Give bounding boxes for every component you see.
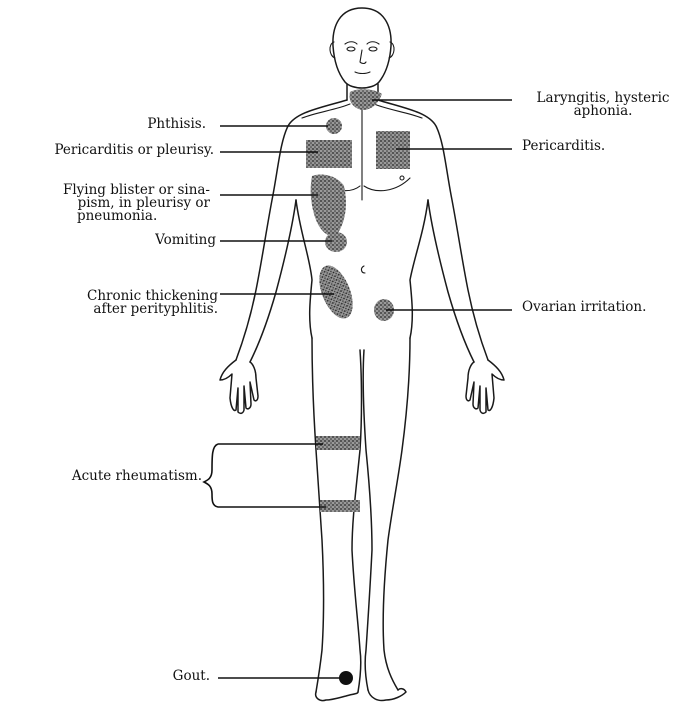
spot-knee — [316, 436, 360, 450]
right-arm-inner — [428, 200, 474, 362]
label-phthisis: Phthisis. — [147, 118, 206, 131]
torso-right — [410, 200, 428, 338]
left-hand — [220, 360, 258, 413]
left-eye — [347, 47, 355, 51]
spot-pericarditis-pleurisy — [306, 140, 352, 168]
label-laryngitis: Laryngitis, hysteric aphonia. — [518, 92, 688, 118]
left-leg-inner — [352, 350, 362, 692]
label-pericarditis: Pericarditis. — [522, 140, 605, 153]
left-arm-inner — [250, 200, 296, 362]
nose — [360, 50, 366, 64]
spot-vomiting — [325, 232, 347, 252]
right-brow — [367, 42, 379, 44]
acute-rheumatism-bracket — [204, 444, 326, 507]
left-foot — [316, 692, 358, 701]
label-chronic-thickening: Chronic thickening after perityphlitis. — [87, 290, 218, 316]
label-laryngitis-line-2: aphonia. — [518, 105, 688, 118]
right-eye — [369, 47, 377, 51]
label-flying-blister-line-3: pneumonia. — [63, 210, 210, 223]
right-foot — [368, 689, 406, 701]
label-pericarditis-pleurisy: Pericarditis or pleurisy. — [54, 144, 214, 157]
left-leg-outer — [312, 338, 324, 692]
right-hand — [466, 360, 504, 413]
mouth — [355, 72, 370, 74]
label-flying-blister: Flying blister or sina- pism, in pleuris… — [63, 184, 210, 223]
spot-gout — [339, 671, 353, 685]
spot-pericarditis — [376, 131, 410, 169]
label-vomiting: Vomiting — [155, 234, 216, 247]
blister-spots — [306, 89, 410, 685]
right-leg-outer — [383, 338, 410, 690]
left-brow — [345, 42, 357, 44]
head-outline — [333, 8, 391, 88]
label-acute-rheumatism: Acute rheumatism. — [72, 470, 202, 483]
label-chronic-thickening-line-2: after perityphlitis. — [87, 303, 218, 316]
spot-chronic-thickening — [313, 261, 360, 323]
spot-flying-blister — [311, 174, 346, 236]
spot-shin — [320, 500, 360, 512]
human-figure — [220, 8, 504, 701]
label-ovarian: Ovarian irritation. — [522, 301, 646, 314]
right-nipple — [400, 176, 404, 180]
right-leg-inner — [363, 350, 372, 690]
navel — [361, 266, 365, 273]
torso-left — [296, 200, 312, 338]
label-gout: Gout. — [173, 670, 210, 683]
spot-phthisis — [326, 118, 342, 134]
